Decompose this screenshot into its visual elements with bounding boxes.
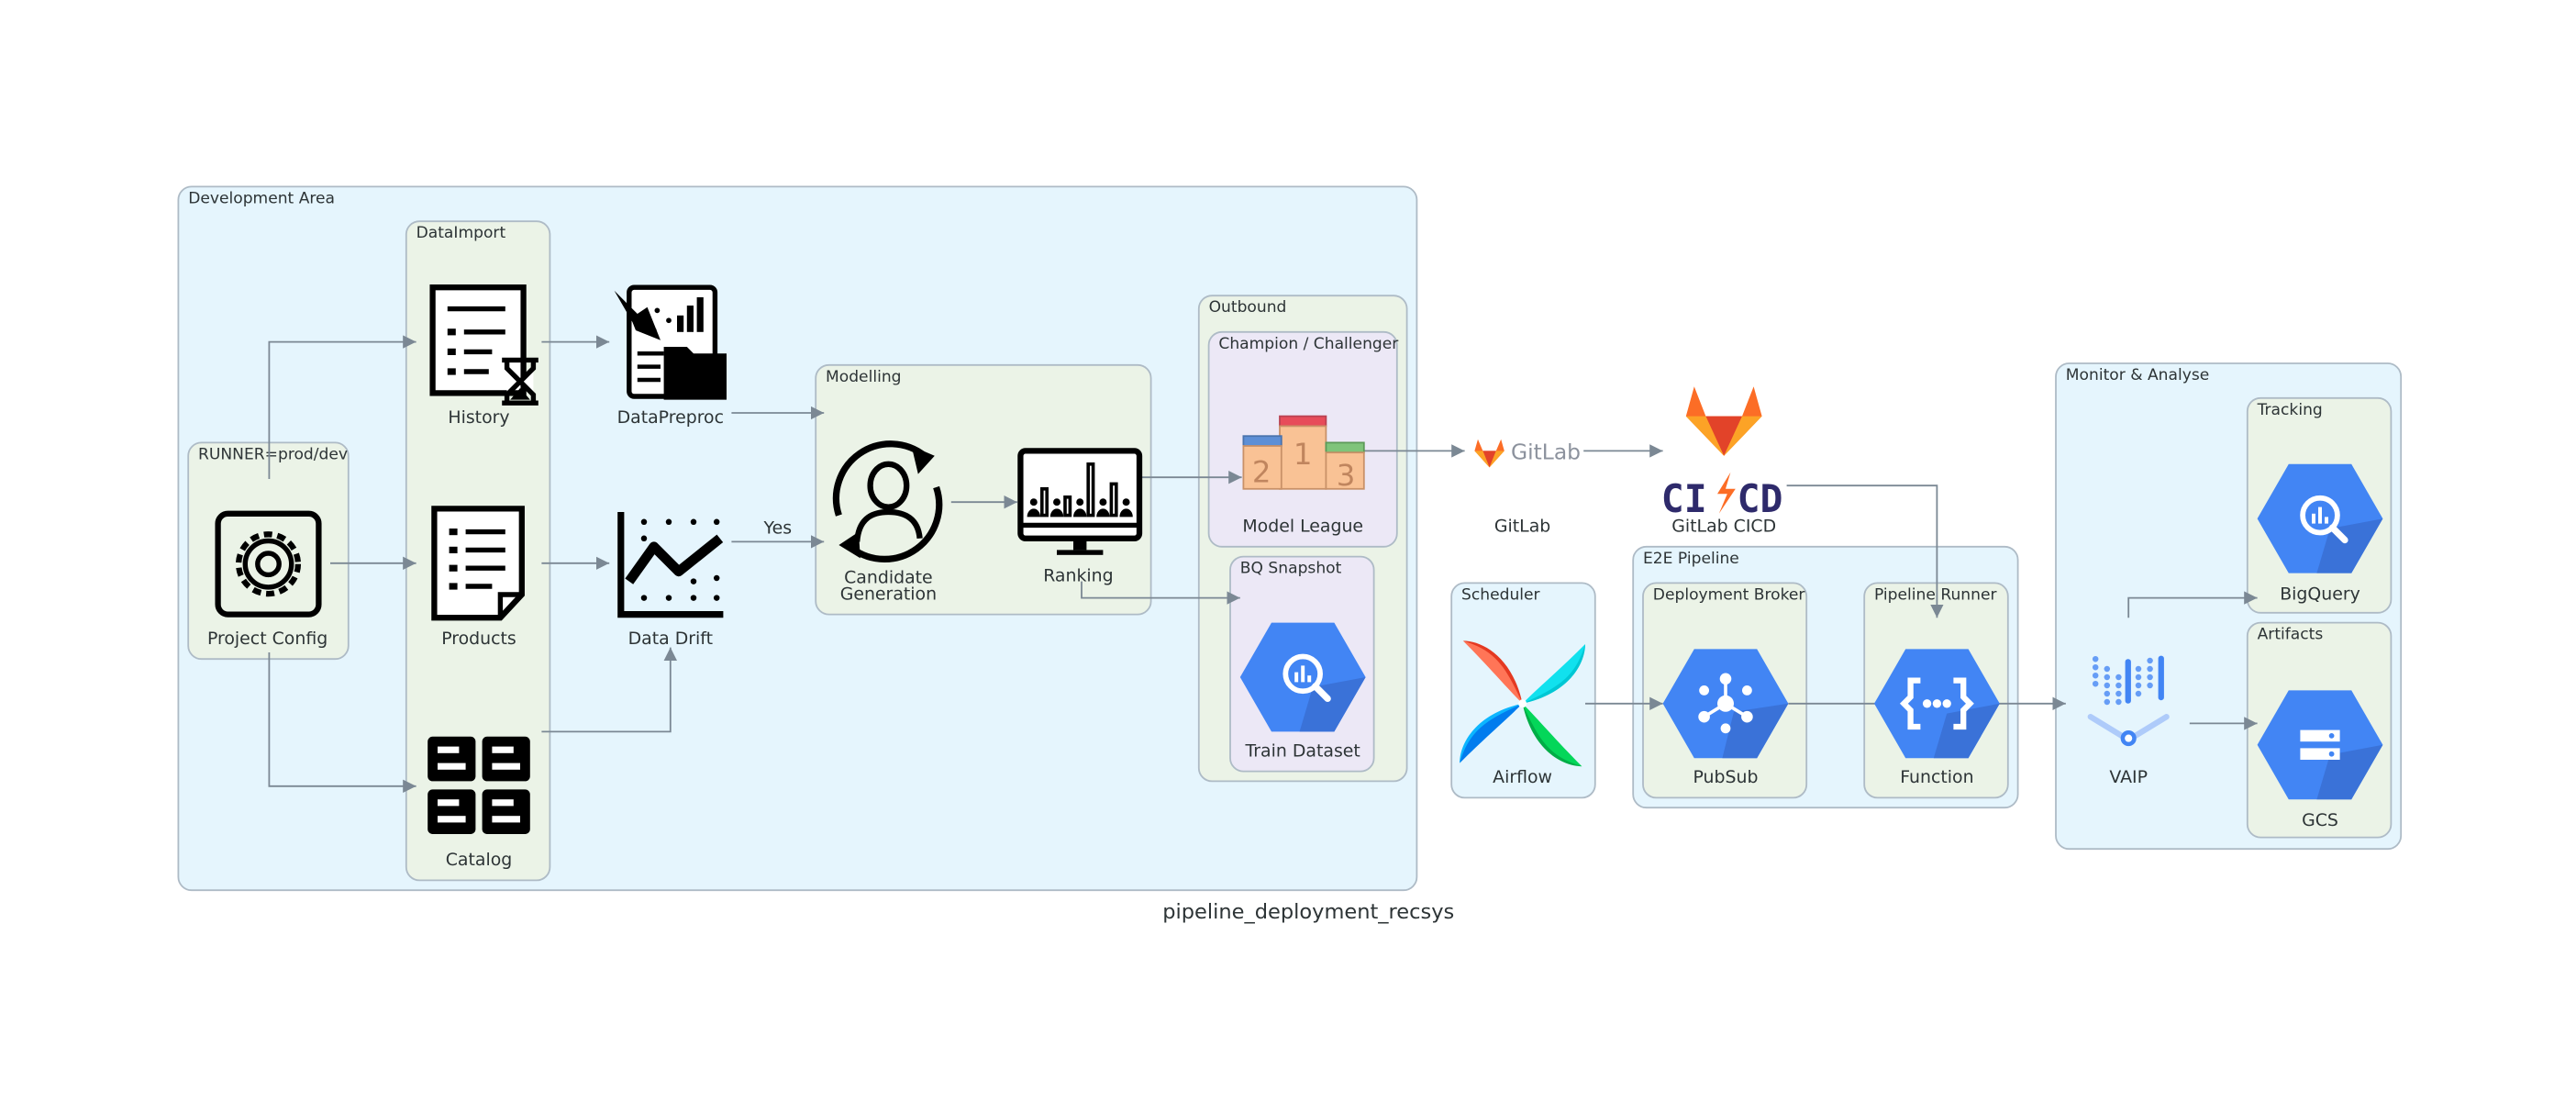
node-gitlab[interactable]: GitLab GitLab [1474, 439, 1581, 537]
node-label: BigQuery [2280, 584, 2360, 604]
edge-label-yes: Yes [763, 518, 793, 538]
cluster-title: Artifacts [2258, 626, 2324, 644]
node-label: GCS [2302, 810, 2338, 830]
cloud-functions-icon [1874, 649, 2000, 759]
grid-catalog-icon [427, 736, 530, 834]
cicd-wordmark-right: CD [1738, 477, 1783, 521]
node-project-config[interactable]: Project Config [207, 510, 328, 649]
podium-icon: 2 1 3 [1242, 415, 1365, 493]
node-ranking[interactable]: Ranking [1017, 448, 1143, 586]
cluster-title: Monitor & Analyse [2066, 366, 2209, 384]
node-label: GitLab CICD [1671, 517, 1776, 537]
bigquery-icon [1239, 622, 1366, 732]
node-label: Products [441, 629, 516, 649]
node-label: Model League [1242, 517, 1363, 537]
cluster-scheduler: Scheduler [1450, 582, 1596, 799]
node-label-line2: Generation [840, 584, 937, 604]
node-gitlab-cicd[interactable]: CI CD GitLab CICD [1661, 386, 1783, 537]
cluster-title: Scheduler [1461, 585, 1541, 604]
node-label: Train Dataset [1245, 740, 1360, 761]
podium-second: 2 [1252, 455, 1271, 490]
cluster-title: Pipeline Runner [1874, 585, 1997, 604]
node-data-drift[interactable]: Data Drift [617, 511, 724, 649]
node-bigquery[interactable]: BigQuery [2257, 463, 2383, 605]
diagram-title: pipeline_deployment_recsys [1162, 900, 1454, 924]
node-label: Ranking [1043, 566, 1113, 586]
node-label: History [448, 407, 509, 428]
document-list-icon [431, 506, 525, 621]
node-catalog[interactable]: Catalog [427, 736, 530, 870]
edge-vaip-bigquery [2127, 591, 2258, 618]
cluster-title: BQ Snapshot [1240, 560, 1342, 578]
edge-config-catalog [268, 651, 416, 793]
cluster-title: RUNNER=prod/dev [198, 445, 348, 463]
gitlab-wordmark: GitLab [1511, 439, 1581, 464]
edges: Yes [268, 335, 2258, 793]
node-gcs[interactable]: GCS [2257, 690, 2383, 830]
node-label: GitLab [1494, 517, 1550, 537]
node-label: PubSub [1693, 767, 1759, 787]
node-airflow[interactable]: Airflow [1460, 640, 1585, 787]
cluster-title: Development Area [188, 189, 335, 207]
monitor-chart-icon [1017, 448, 1143, 555]
document-hourglass-icon [429, 284, 539, 406]
node-label: VAIP [2109, 767, 2148, 787]
node-train-dataset[interactable]: Train Dataset [1239, 622, 1366, 762]
cluster-title: Tracking [2257, 401, 2323, 419]
node-label: Function [1900, 767, 1973, 787]
airflow-pinwheel-icon [1460, 640, 1585, 767]
node-label: Project Config [207, 629, 328, 649]
cluster-title: Outbound [1209, 298, 1287, 317]
podium-first: 1 [1294, 437, 1313, 472]
vertex-ai-pipelines-icon [2087, 655, 2170, 747]
node-history[interactable]: History [429, 284, 539, 428]
cluster-title: Deployment Broker [1653, 585, 1806, 604]
node-candidate-generation[interactable]: Candidate Generation [832, 440, 943, 605]
node-pubsub[interactable]: PubSub [1662, 649, 1789, 787]
gcs-icon [2257, 690, 2383, 800]
line-chart-icon [617, 511, 724, 618]
gitlab-cicd-icon: CI CD [1661, 386, 1783, 521]
edge-catalog-datadrift [541, 647, 677, 733]
edge-cicd-function [1786, 484, 1944, 618]
node-function[interactable]: Function [1874, 649, 2000, 787]
edge-ranking-traindataset [1081, 581, 1240, 605]
pubsub-icon [1662, 649, 1789, 759]
node-label-line1: Candidate [844, 567, 933, 587]
cicd-wordmark-left: CI [1661, 477, 1707, 521]
node-model-league[interactable]: 2 1 3 Model League [1242, 415, 1365, 537]
bigquery-icon [2257, 463, 2383, 573]
node-label: DataPreproc [617, 407, 724, 428]
gear-icon [215, 510, 322, 618]
cluster-title: E2E Pipeline [1643, 550, 1739, 568]
cluster-title: DataImport [416, 224, 506, 242]
node-label: Data Drift [628, 629, 713, 649]
node-datapreproc[interactable]: DataPreproc [614, 284, 727, 428]
node-label: Airflow [1493, 767, 1552, 787]
podium-third: 3 [1337, 458, 1356, 493]
edge-config-history [268, 335, 416, 479]
user-refresh-icon [832, 440, 943, 562]
node-products[interactable]: Products [431, 506, 525, 649]
cluster-title: Champion / Challenger [1218, 335, 1399, 353]
node-label: Catalog [446, 850, 513, 870]
gitlab-logo-icon [1474, 439, 1505, 468]
data-preprocessing-icon [614, 284, 727, 400]
cluster-title: Modelling [826, 368, 902, 386]
node-vaip[interactable]: VAIP [2087, 655, 2170, 788]
